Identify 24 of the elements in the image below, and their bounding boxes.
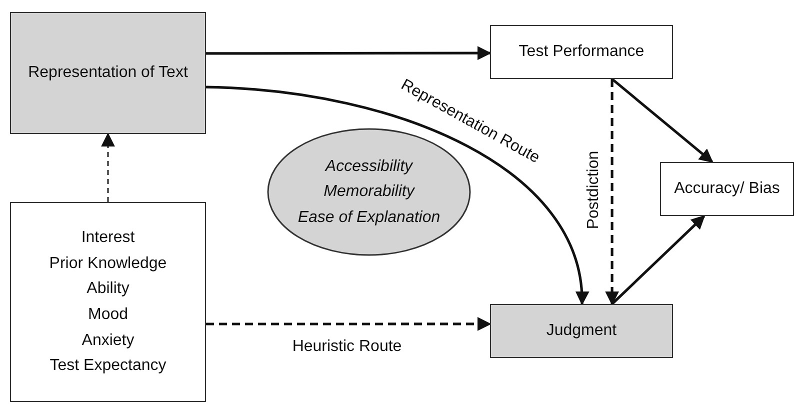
node-box	[490, 304, 673, 358]
node-text: Memorability	[324, 182, 414, 202]
node-text: Representation of Text	[28, 63, 188, 84]
node-box	[490, 25, 673, 79]
node-text: Mood	[88, 305, 128, 325]
dashed-arrow	[605, 79, 620, 306]
node-box	[10, 202, 206, 402]
node-box	[660, 162, 794, 216]
node-text: Interest	[81, 228, 135, 248]
arrow	[611, 78, 714, 163]
node-box	[10, 12, 206, 134]
dashed-arrow	[101, 132, 115, 202]
node-text: Test Expectancy	[50, 356, 166, 376]
node-text: Judgment	[546, 321, 617, 342]
node-text: Accuracy/ Bias	[674, 179, 780, 200]
node-text: Ability	[86, 279, 130, 300]
arrow	[206, 86, 588, 306]
node-text: Ease of Explanation	[298, 208, 440, 228]
arrow	[206, 46, 492, 60]
node-text: Anxiety	[82, 330, 134, 351]
node-text: Test Performance	[518, 42, 644, 62]
arrow	[611, 215, 706, 305]
node-text: Prior Knowledge	[49, 254, 167, 274]
dashed-arrow	[206, 316, 492, 331]
